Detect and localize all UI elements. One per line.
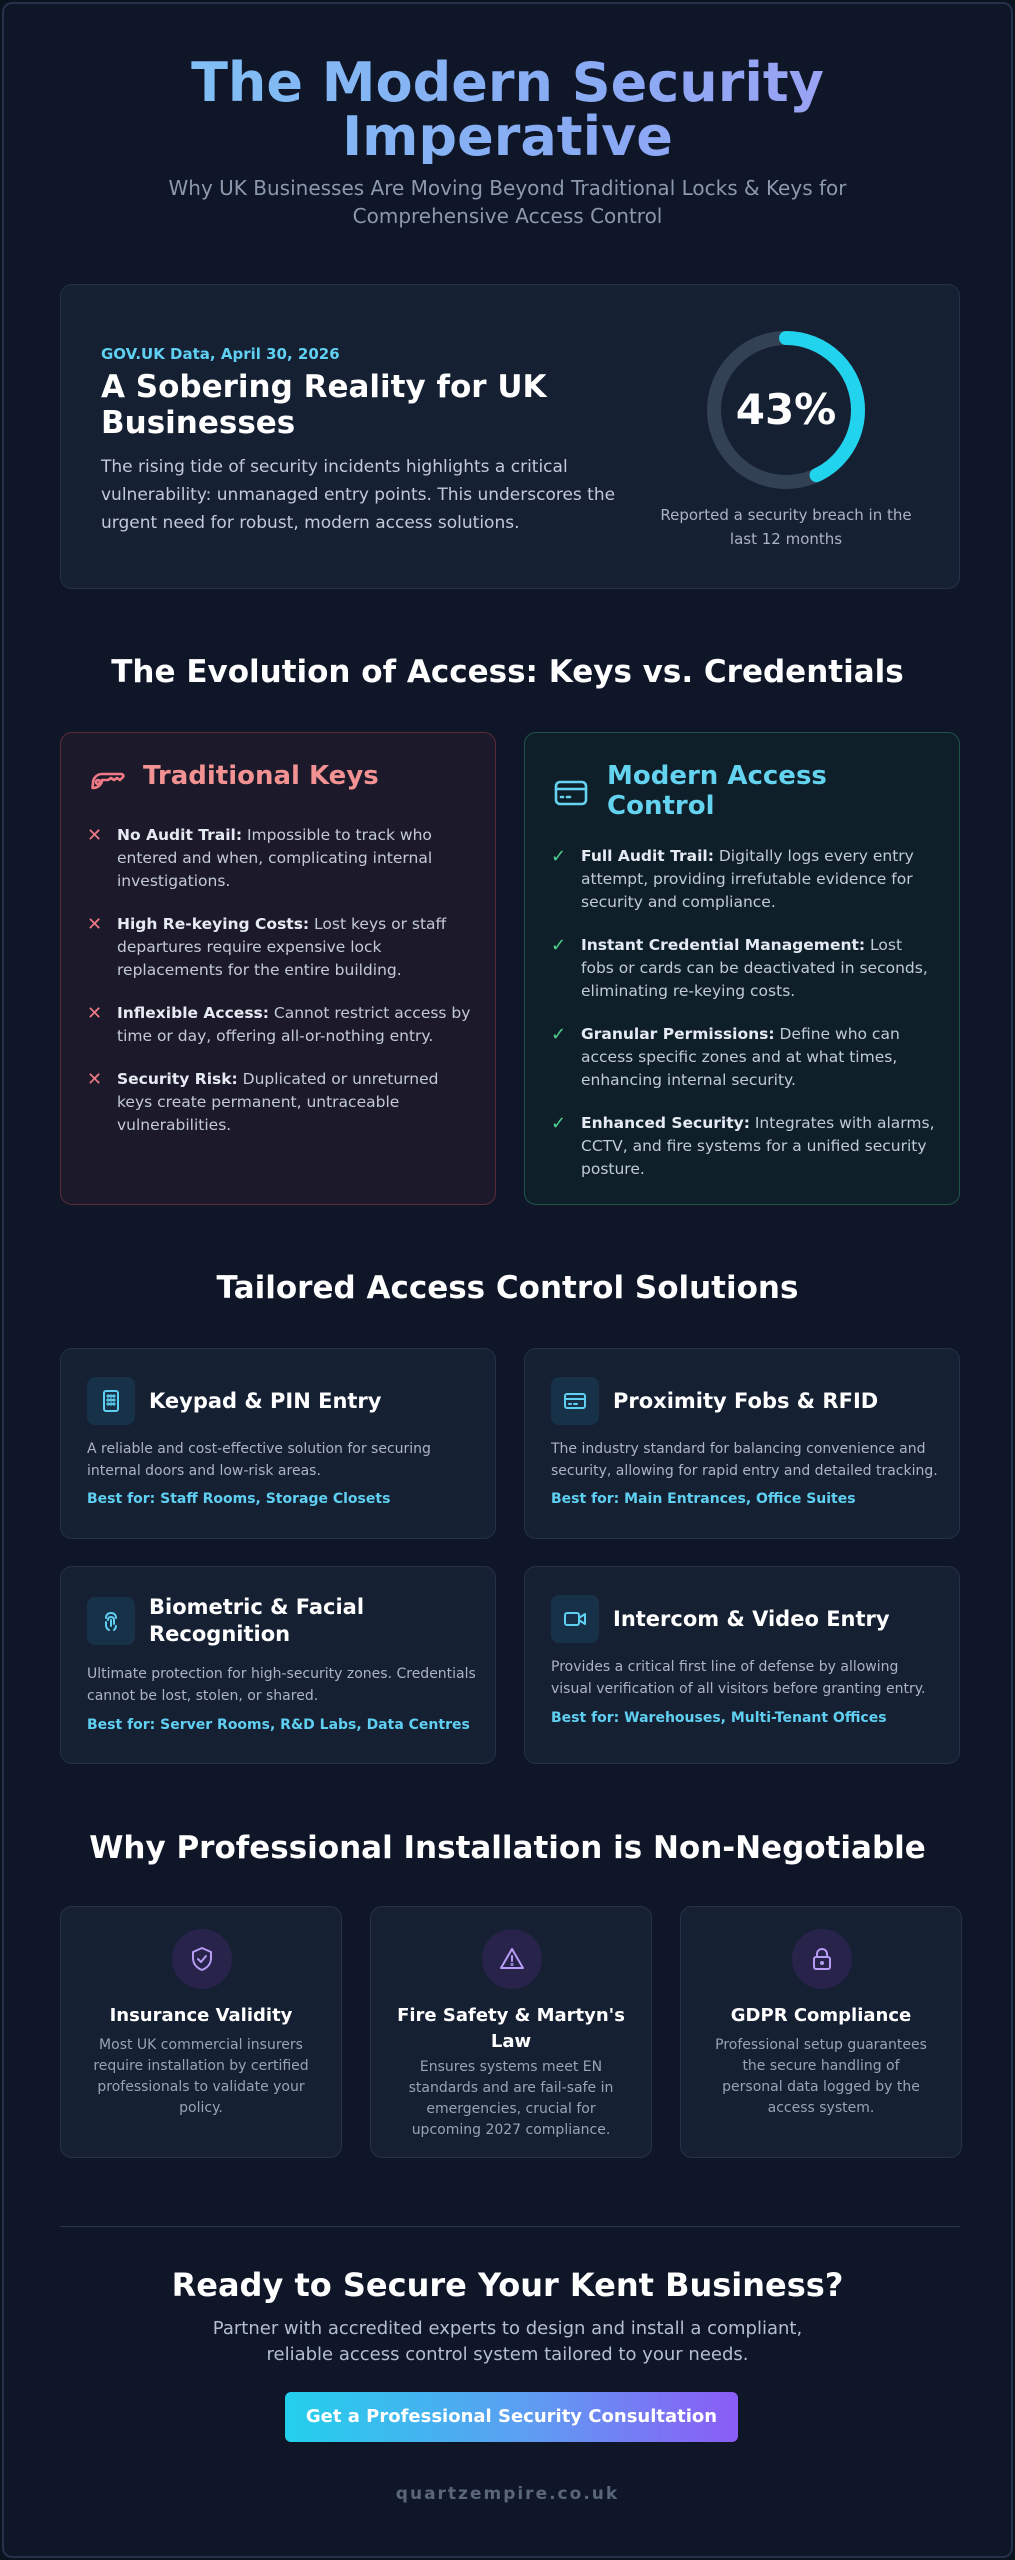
solution-desc: Ultimate protection for high-security zo… [87, 1666, 476, 1704]
cta-title: Ready to Secure Your Kent Business? [171, 2266, 844, 2304]
cross-icon: ✕ [87, 1069, 103, 1090]
why-title: Why Professional Installation is Non-Neg… [89, 1830, 926, 1866]
consultation-button[interactable]: Get a Professional Security Consultation [285, 2392, 738, 2442]
list-item: ✓ Full Audit Trail: Digitally logs every … [551, 845, 935, 914]
item-text: Cannot restrict access by time or day, o… [117, 1004, 471, 1045]
modern-access-list: ✓ Full Audit Trail: Digitally logs every … [551, 845, 935, 1201]
cross-icon: ✕ [87, 825, 103, 846]
why-heading: GDPR Compliance [730, 2005, 912, 2026]
check-icon: ✓ [551, 935, 567, 956]
list-item: ✓ Instant Credential Management: Lost fob… [551, 934, 935, 1003]
keypad-icon [87, 1377, 135, 1425]
shield-check-icon [172, 1929, 232, 1989]
item-label: High Re-keying Costs: [117, 915, 310, 933]
hero-title: The Modern Security Imperative [4, 56, 1011, 164]
card-icon [551, 1377, 599, 1425]
list-item: ✓ Enhanced Security: Integrates with alar… [551, 1112, 935, 1181]
check-icon: ✓ [551, 846, 567, 867]
item-label: Full Audit Trail: [581, 847, 714, 865]
solution-best-for: Best for: Main Entrances, Office Suites [551, 1491, 856, 1507]
item-label: Instant Credential Management: [581, 936, 866, 954]
why-body: Ensures systems meet EN standards and ar… [408, 2059, 614, 2138]
warning-icon [482, 1929, 542, 1989]
item-text: Integrates with alarms, CCTV, and fire s… [581, 1114, 935, 1178]
ring-percent-label: 43% [735, 385, 837, 434]
modern-access-header: Modern Access Control [551, 761, 907, 821]
cross-icon: ✕ [87, 1003, 103, 1024]
why-card-fire-safety: Fire Safety & Martyn's Law Ensures syste… [370, 1906, 652, 2158]
footer-site: quartzempire.co.uk [395, 2484, 620, 2504]
traditional-keys-title: Traditional Keys [143, 761, 379, 791]
list-item: ✕ High Re-keying Costs: Lost keys or staf… [87, 913, 471, 982]
stat-eyebrow: GOV.UK Data, April 30, 2026 [101, 345, 340, 363]
solution-card-biometric: Biometric & Facial Recognition Ultimate … [60, 1566, 496, 1764]
stat-title: A Sobering Reality for UK Businesses [101, 369, 547, 441]
ring-fill [707, 331, 865, 489]
why-body: Professional setup guarantees the secure… [715, 2037, 927, 2116]
item-text: Digitally logs every entry attempt, prov… [581, 847, 914, 911]
solution-best-for: Best for: Server Rooms, R&D Labs, Data C… [87, 1717, 470, 1733]
solution-name: Biometric & Facial Recognition [149, 1595, 365, 1646]
modern-access-title: Modern Access Control [607, 761, 827, 821]
why-heading: Insurance Validity [109, 2005, 293, 2026]
lock-icon [792, 1929, 852, 1989]
traditional-keys-header: Traditional Keys [87, 761, 379, 801]
solution-desc: The industry standard for balancing conv… [551, 1441, 938, 1479]
solution-card-intercom: Intercom & Video Entry Provides a critic… [524, 1566, 960, 1764]
solution-card-keypad: Keypad & PIN Entry A reliable and cost-e… [60, 1348, 496, 1539]
solution-name: Proximity Fobs & RFID [613, 1389, 879, 1413]
traditional-keys-list: ✕ No Audit Trail: Impossible to track who… [87, 824, 471, 1157]
list-item: ✕ Security Risk: Duplicated or unreturned… [87, 1068, 471, 1137]
breach-progress-ring [707, 331, 865, 489]
item-label: No Audit Trail: [117, 826, 243, 844]
fingerprint-icon [87, 1597, 135, 1645]
cross-icon: ✕ [87, 914, 103, 935]
why-card-insurance: Insurance Validity Most UK commercial in… [60, 1906, 342, 2158]
why-body: Most UK commercial insurers require inst… [93, 2037, 309, 2116]
item-text: Duplicated or unreturned keys create per… [117, 1070, 439, 1134]
evolution-title: The Evolution of Access: Keys vs. Creden… [111, 654, 904, 690]
stat-body: The rising tide of security incidents hi… [101, 457, 616, 533]
solution-best-for: Best for: Warehouses, Multi-Tenant Offic… [551, 1710, 887, 1726]
solution-desc: Provides a critical first line of defens… [551, 1659, 926, 1697]
solution-name: Intercom & Video Entry [613, 1607, 890, 1631]
key-icon [91, 772, 125, 790]
credit-card-icon [554, 780, 588, 806]
item-text: Lost keys or staff departures require ex… [117, 915, 447, 979]
solution-desc: A reliable and cost-effective solution f… [87, 1441, 431, 1479]
ring-caption: Reported a security breach in the last 1… [660, 506, 912, 548]
hero-subtitle: Why UK Businesses Are Moving Beyond Trad… [168, 176, 847, 228]
solution-card-proximity: Proximity Fobs & RFID The industry stand… [524, 1348, 960, 1539]
item-text: Lost fobs or cards can be deactivated in… [581, 936, 928, 1000]
solution-best-for: Best for: Staff Rooms, Storage Closets [87, 1491, 391, 1507]
solution-name: Keypad & PIN Entry [149, 1389, 382, 1413]
video-icon [551, 1595, 599, 1643]
why-card-gdpr: GDPR Compliance Professional setup guara… [680, 1906, 962, 2158]
item-label: Granular Permissions: [581, 1025, 775, 1043]
check-icon: ✓ [551, 1024, 567, 1045]
section-divider [60, 2226, 960, 2227]
modern-access-card: Modern Access Control ✓ Full Audit Trail:… [524, 732, 960, 1205]
list-item: ✕ Inflexible Access: Cannot restrict acce… [87, 1002, 471, 1048]
item-label: Security Risk: [117, 1070, 238, 1088]
list-item: ✕ No Audit Trail: Impossible to track who… [87, 824, 471, 893]
item-text: Define who can access specific zones and… [581, 1025, 900, 1089]
traditional-keys-card: Traditional Keys ✕ No Audit Trail: Imposs… [60, 732, 496, 1205]
list-item: ✓ Granular Permissions: Define who can ac… [551, 1023, 935, 1092]
stat-card: GOV.UK Data, April 30, 2026 A Sobering R… [60, 284, 960, 589]
solutions-title: Tailored Access Control Solutions [216, 1270, 799, 1306]
cta-subtitle: Partner with accredited experts to desig… [212, 2318, 803, 2365]
item-label: Inflexible Access: [117, 1004, 269, 1022]
item-text: Impossible to track who entered and when… [117, 826, 433, 890]
item-label: Enhanced Security: [581, 1114, 750, 1132]
why-heading: Fire Safety & Martyn's Law [397, 2005, 625, 2052]
check-icon: ✓ [551, 1113, 567, 1134]
